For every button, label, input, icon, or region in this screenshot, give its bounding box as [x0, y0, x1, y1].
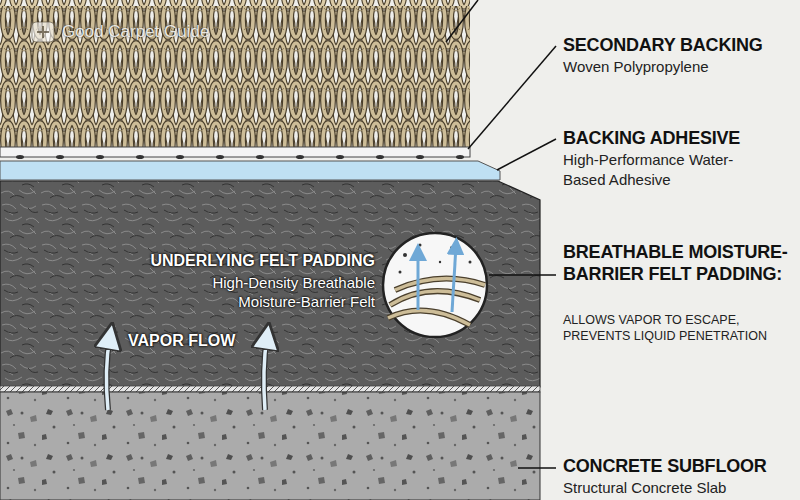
layer-description: High-Density Breathable Moisture-Barrier… — [150, 273, 375, 311]
callout-title: BREATHABLE MOISTURE-BARRIER FELT PADDING… — [563, 241, 788, 285]
felt-padding-band: UNDERLYING FELT PADDINGHigh-Density Brea… — [0, 181, 540, 387]
callout-title: SECONDARY BACKING — [563, 34, 797, 56]
callout-text: Woven Polypropylene — [563, 57, 797, 77]
callout-title: CONCRETE SUBFLOOR — [563, 455, 797, 477]
callout-text: Structural Concrete Slab — [563, 478, 797, 498]
callout-text: ALLOWS VAPOR TO ESCAPE, PREVENTS LIQUID … — [563, 312, 791, 344]
callout-text: High-Performance Water-Based Adhesive — [563, 150, 753, 190]
watermark: Good Carpet Guide — [62, 22, 262, 42]
callout-title: BACKING ADHESIVE — [563, 127, 797, 149]
flow-label: VAPOR FLOW — [128, 331, 258, 351]
layer-title: UNDERLYING FELT PADDING — [80, 251, 375, 271]
